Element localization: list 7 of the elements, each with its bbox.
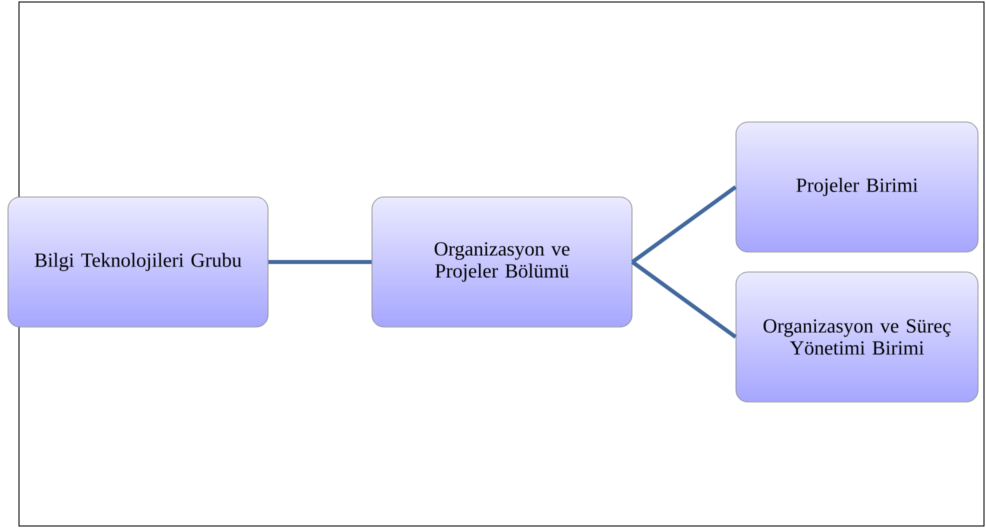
process-box: Organizasyon ve Projeler Bölümü: [372, 196, 632, 328]
process-box: Organizasyon ve Süreç Yönetimi Birimi: [736, 272, 978, 402]
process-box: Projeler Birimi: [736, 122, 978, 252]
process-box: Bilgi Teknolojileri Grubu: [8, 196, 268, 328]
connector-line: [268, 260, 372, 264]
connector-line: [631, 185, 737, 264]
connector-line: [631, 260, 737, 339]
